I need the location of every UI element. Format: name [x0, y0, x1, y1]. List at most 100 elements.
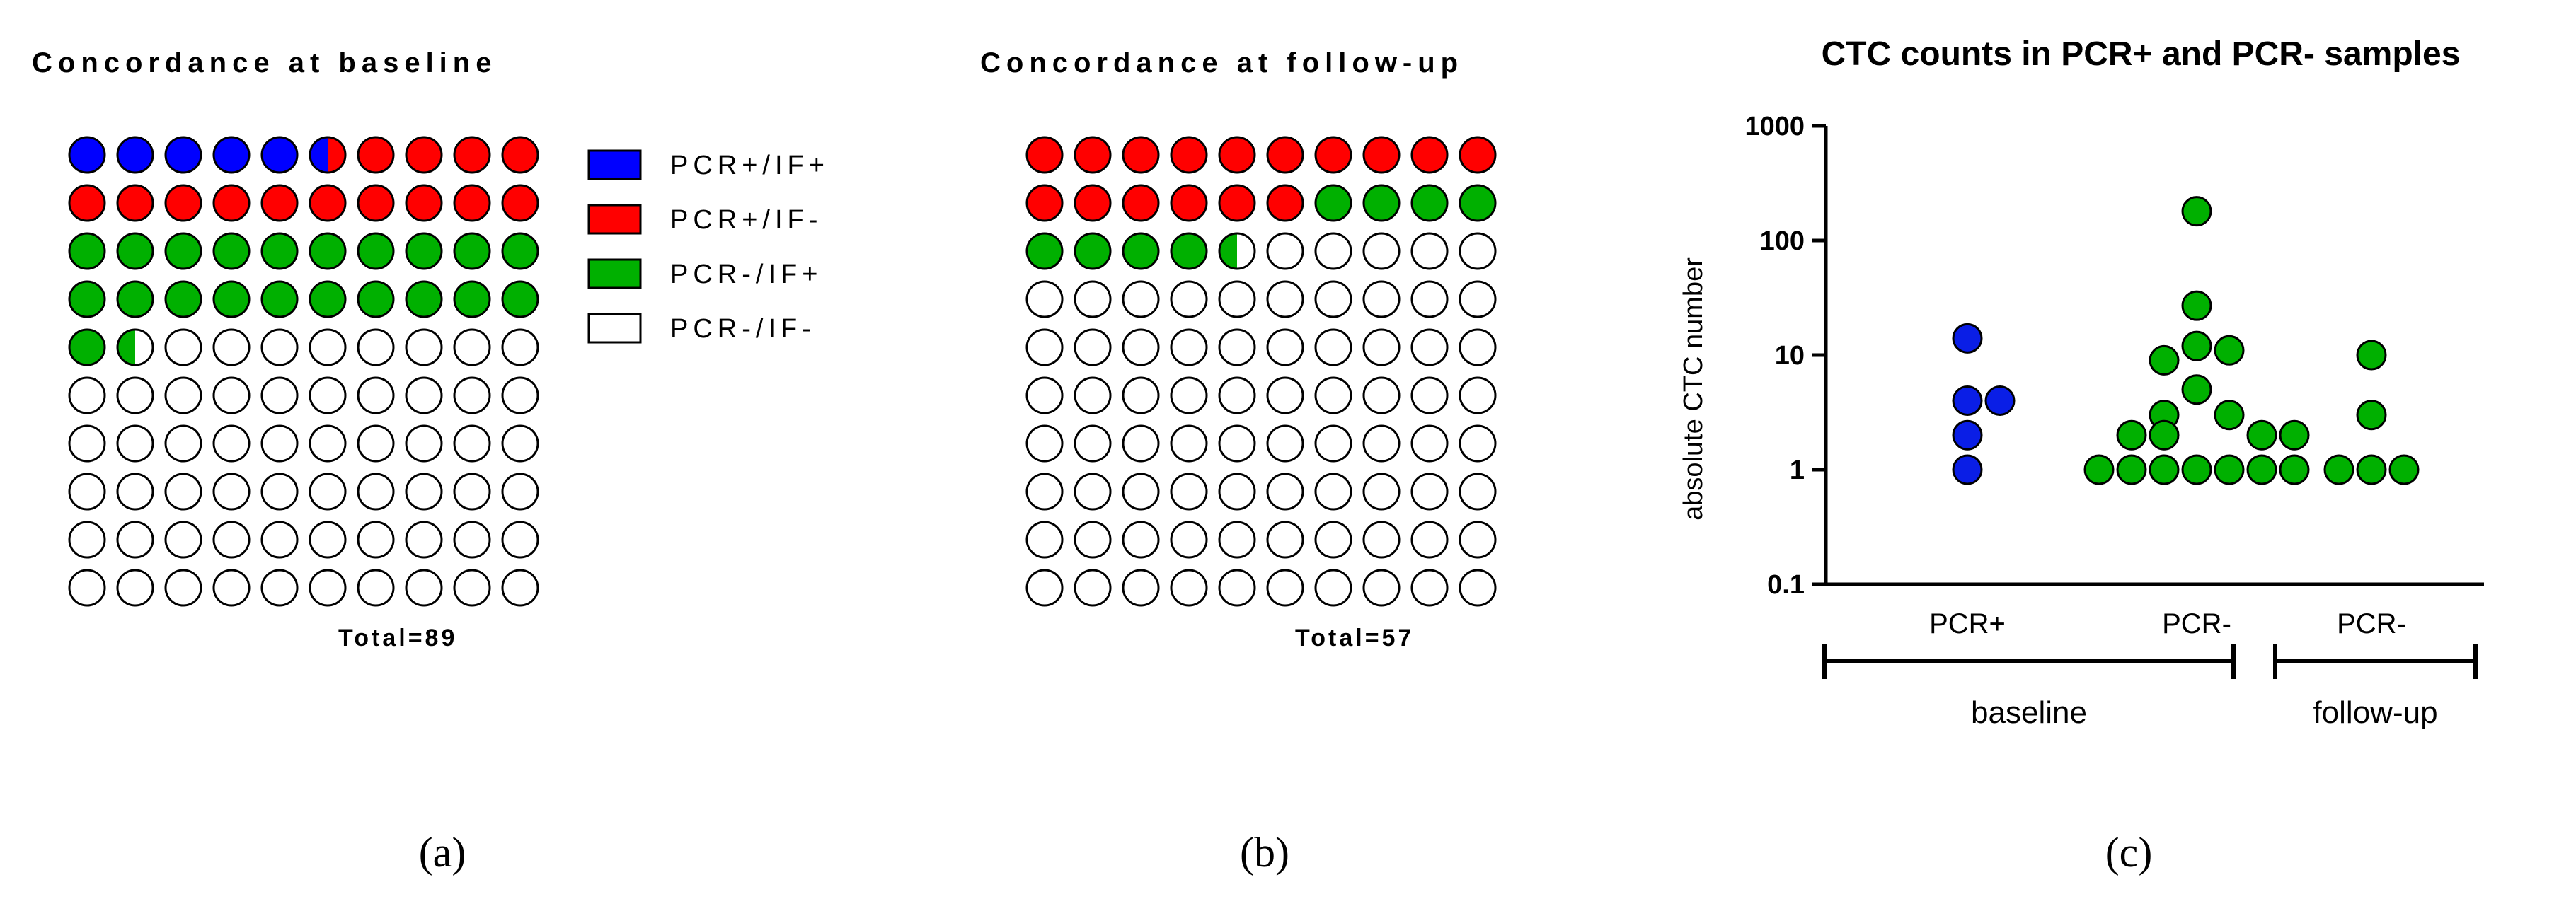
scatter-points	[1952, 196, 2420, 485]
waffle-cell	[1025, 328, 1064, 366]
waffle-cell	[1170, 473, 1208, 511]
scatter-point	[1952, 385, 1983, 416]
x-category-label: PCR-	[2337, 608, 2406, 639]
waffle-cell	[405, 569, 443, 607]
y-tick-label: 1	[1790, 456, 1805, 485]
waffle-cell	[1410, 184, 1449, 222]
waffle-cell	[116, 232, 154, 270]
waffle-cell	[116, 521, 154, 559]
scatter-point	[2083, 454, 2115, 485]
waffle-cell	[357, 328, 395, 366]
waffle-cell	[1025, 473, 1064, 511]
waffle-cell	[68, 569, 106, 607]
legend-label: PCR-/IF-	[670, 314, 816, 344]
waffle-cell	[164, 521, 202, 559]
waffle-cell	[1074, 328, 1112, 366]
waffle-cell	[1410, 280, 1449, 318]
waffle-cell	[68, 184, 106, 222]
waffle-cell	[1074, 569, 1112, 607]
waffle-cell	[453, 521, 491, 559]
waffle-cell	[1314, 473, 1352, 511]
waffle-cell	[1410, 328, 1449, 366]
waffle-cell	[1410, 376, 1449, 414]
waffle-cell	[1170, 376, 1208, 414]
waffle-cell	[212, 521, 251, 559]
scatter-point	[2214, 400, 2245, 431]
waffle-cell	[1314, 424, 1352, 463]
waffle-cell	[212, 184, 251, 222]
waffle-cell	[260, 136, 299, 174]
waffle-cell	[116, 280, 154, 318]
waffle-cell	[1362, 473, 1401, 511]
waffle-cell	[212, 569, 251, 607]
panel-c-scatter: CTC counts in PCR+ and PCR- samples abso…	[1679, 35, 2484, 730]
waffle-cell	[405, 232, 443, 270]
waffle-cell	[1362, 376, 1401, 414]
waffle-cell	[1122, 328, 1160, 366]
x-axis-category-labels: PCR+PCR-PCR-	[1826, 582, 2484, 639]
waffle-cell	[1218, 473, 1256, 511]
waffle-cell	[68, 473, 106, 511]
waffle-cell	[212, 280, 251, 318]
waffle-cell	[453, 376, 491, 414]
waffle-cell	[212, 232, 251, 270]
waffle-cell	[1410, 424, 1449, 463]
scatter-point	[2181, 196, 2212, 227]
waffle-cell	[1266, 184, 1304, 222]
waffle-cell	[260, 569, 299, 607]
waffle-cell	[1218, 184, 1256, 222]
waffle-cell	[1314, 521, 1352, 559]
waffle-cell	[453, 232, 491, 270]
waffle-cell	[212, 136, 251, 174]
waffle-cell	[1218, 280, 1256, 318]
waffle-cell	[1218, 569, 1256, 607]
waffle-cell	[212, 473, 251, 511]
waffle-cell	[1314, 569, 1352, 607]
waffle-cell	[260, 473, 299, 511]
waffle-cell	[1266, 473, 1304, 511]
waffle-legend: PCR+/IF+PCR+/IF-PCR-/IF+PCR-/IF-	[587, 149, 824, 344]
waffle-cell	[501, 376, 539, 414]
waffle-cell	[1025, 232, 1064, 270]
waffle-cell-outline	[1218, 232, 1256, 270]
waffle-cell	[1410, 521, 1449, 559]
waffle-cell	[453, 328, 491, 366]
scatter-point	[2356, 454, 2387, 485]
waffle-cell	[405, 521, 443, 559]
waffle-cell-half-left	[1219, 233, 1237, 269]
waffle-cell	[453, 184, 491, 222]
waffle-cell	[164, 280, 202, 318]
waffle-cell	[1074, 136, 1112, 174]
waffle-cell	[1122, 473, 1160, 511]
waffle-cell	[405, 136, 443, 174]
waffle-cell	[1362, 328, 1401, 366]
waffle-cell	[1314, 280, 1352, 318]
waffle-cell	[405, 473, 443, 511]
waffle-cell-outline	[116, 328, 154, 366]
waffle-cell	[1122, 569, 1160, 607]
panel-c-title: CTC counts in PCR+ and PCR- samples	[1822, 35, 2461, 73]
waffle-cell	[260, 280, 299, 318]
waffle-cell	[309, 184, 347, 222]
waffle-cell	[1122, 184, 1160, 222]
waffle-cell	[357, 232, 395, 270]
waffle-cell	[164, 376, 202, 414]
waffle-cell	[1170, 328, 1208, 366]
waffle-cell	[116, 424, 154, 463]
y-tick-label: 10	[1775, 341, 1805, 371]
panel-b-title: Concordance at follow-up	[980, 47, 1464, 79]
x-category-label: PCR+	[1929, 608, 2006, 639]
waffle-cell	[1074, 521, 1112, 559]
waffle-cell	[501, 232, 539, 270]
waffle-cell	[260, 424, 299, 463]
waffle-cell	[260, 184, 299, 222]
waffle-cell	[1362, 136, 1401, 174]
scatter-point	[2149, 419, 2180, 451]
waffle-cell	[357, 184, 395, 222]
waffle-cell	[164, 328, 202, 366]
waffle-cell	[453, 569, 491, 607]
scatter-point	[2323, 454, 2354, 485]
waffle-cell	[1266, 376, 1304, 414]
